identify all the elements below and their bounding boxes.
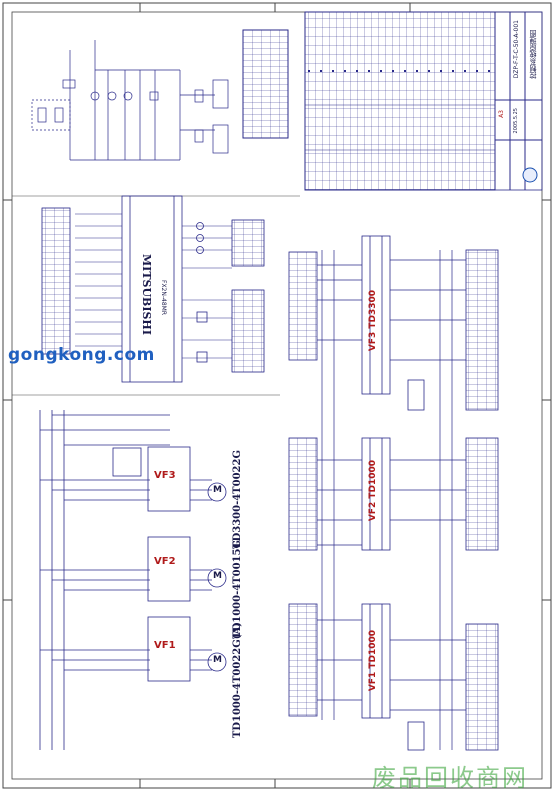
drive-vf3-side-label: VF3 TD3300	[368, 290, 378, 352]
motor-3-label: M	[213, 485, 222, 495]
watermark-corner-text: 废品回收商网	[372, 764, 528, 792]
drive-vf1-control	[288, 603, 499, 751]
drive-vf3-box	[147, 446, 227, 512]
watermark-logo: gongkong.com	[8, 345, 155, 365]
plc-block	[75, 195, 232, 383]
drive-vf3-label: VF3	[154, 470, 176, 481]
watermark-site-suffix: .com	[106, 345, 155, 365]
drive-vf1-model: TD1000-4T0022G(A)	[232, 622, 243, 739]
plc-model: FX2N-48MR	[160, 280, 167, 316]
drive-vf2-label: VF2	[154, 556, 176, 567]
control-bus	[321, 250, 453, 750]
control-power-circuit	[31, 40, 229, 161]
title-date: 2005.5.25	[513, 108, 519, 134]
plc-output-labels	[231, 219, 265, 373]
drive-vf3-model: TD3300-4T0022G	[232, 450, 243, 549]
title-drawing-title: 控制系统原理图	[529, 30, 537, 79]
drive-vf1-side-label: VF1 TD1000	[368, 630, 378, 692]
drive-vf2-control	[288, 437, 499, 551]
motor-2-label: M	[213, 571, 222, 581]
drive-vf1-label: VF1	[154, 640, 176, 651]
plc-input-labels	[41, 207, 71, 355]
plc-brand: MITSUBISHI	[140, 254, 153, 335]
motor-1-label: M	[213, 655, 222, 665]
power-bus	[39, 410, 170, 750]
signal-list-table	[304, 11, 496, 191]
parameter-table	[242, 29, 289, 139]
title-rev: A3	[498, 110, 505, 118]
drive-vf3-control	[288, 235, 499, 411]
title-drawing-no: DZP-F-T-C-50-A-001	[513, 20, 520, 79]
watermark-site: gongkong	[8, 345, 107, 365]
drive-vf2-side-label: VF2 TD1000	[368, 460, 378, 522]
drive-vf1-box	[147, 616, 227, 682]
drive-vf2-box	[147, 536, 227, 602]
title-block	[494, 11, 543, 191]
